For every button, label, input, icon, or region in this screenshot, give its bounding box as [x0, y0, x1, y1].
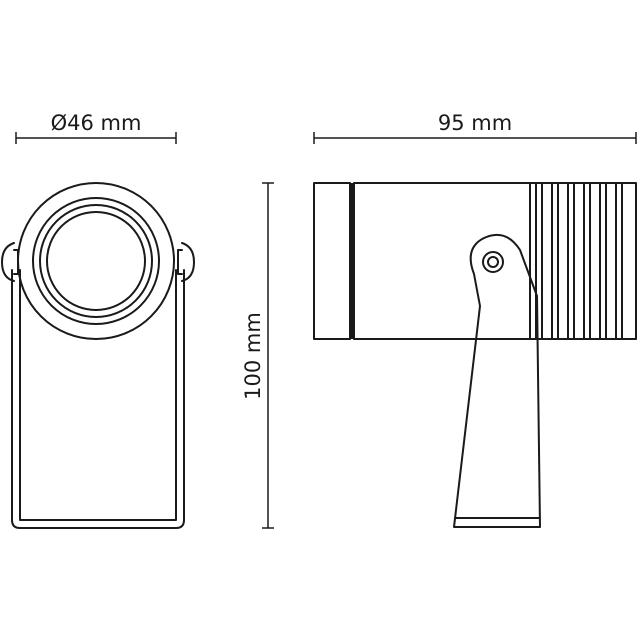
front-head-bezel-ring [32, 197, 160, 325]
height-dimension: 100 mm [241, 182, 274, 529]
front-head-bezel-inner-ring [39, 204, 153, 318]
side-view [313, 182, 637, 528]
heatsink-fin [583, 182, 591, 340]
front-pivot-knob-right-inner [177, 249, 183, 275]
height-label: 100 mm [241, 312, 265, 400]
heatsink-fin [567, 182, 575, 340]
heatsink-fin [615, 182, 623, 340]
front-pivot-knob-left [1, 242, 15, 282]
side-heatsink [529, 182, 637, 340]
side-pivot-screw-inner [487, 256, 499, 268]
length-dimension: 95 mm [313, 111, 637, 144]
length-label: 95 mm [438, 111, 512, 135]
front-pivot-knob-right [181, 242, 195, 282]
diameter-dimension: Ø46 mm [15, 111, 177, 144]
heatsink-fin [599, 182, 607, 340]
heatsink-fin [535, 182, 543, 340]
front-lens [46, 211, 146, 311]
side-bracket-arm [453, 234, 541, 528]
side-pivot-screw-outer [482, 251, 504, 273]
front-view [1, 182, 195, 529]
front-bracket-inner [19, 269, 177, 521]
front-head-outer-ring [17, 182, 175, 340]
heatsink-fin [551, 182, 559, 340]
side-bezel-cap [313, 182, 351, 340]
side-bezel-groove [349, 183, 354, 339]
front-bracket-outer [11, 269, 185, 529]
diameter-label: Ø46 mm [51, 111, 142, 135]
